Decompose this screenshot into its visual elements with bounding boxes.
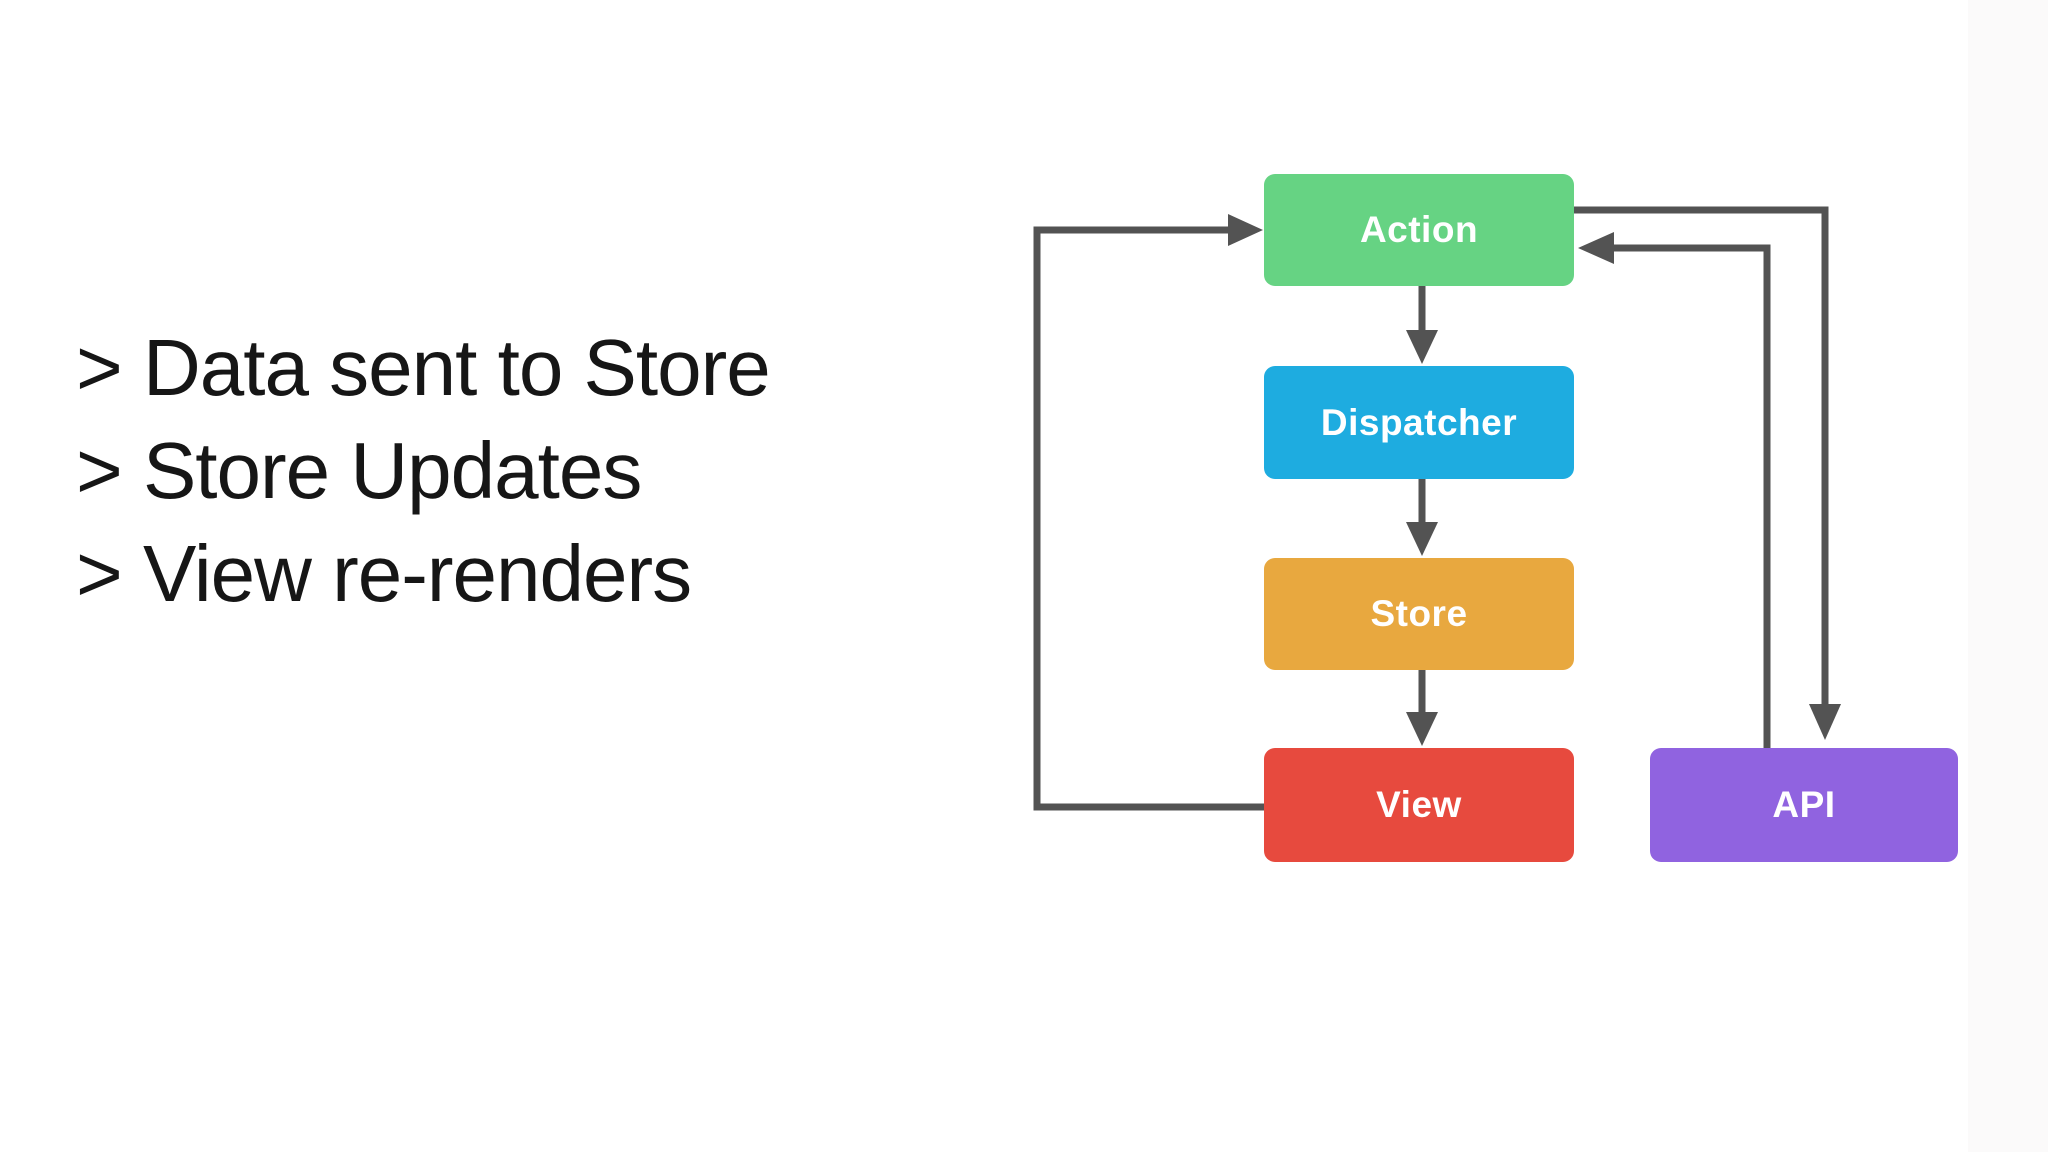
node-action-label: Action [1359,209,1479,250]
edge-api-to-action [1612,244,1771,748]
node-api-label: API [1772,784,1836,825]
arrowhead-action-to-dispatcher [1406,330,1438,364]
edge-view-to-action [1033,226,1267,811]
node-dispatcher-label: Dispatcher [1320,401,1518,443]
node-view-label: View [1376,784,1462,825]
node-store-label: Store [1370,593,1468,634]
node-action: Action [1264,174,1574,286]
arrowhead-dispatcher-to-store [1406,522,1438,556]
edge-action-to-api [1574,206,1829,706]
note-line-2: > Store Updates [76,426,642,515]
arrowhead-api-to-action [1578,232,1614,264]
arrowhead-store-to-view [1406,712,1438,746]
arrowhead-view-to-action [1228,214,1263,246]
node-view: View [1264,748,1574,862]
node-dispatcher: Dispatcher [1264,366,1574,479]
note-line-3: > View re-renders [76,529,692,618]
notes-list: > Data sent to Store > Store Updates > V… [76,316,771,625]
node-store: Store [1264,558,1574,670]
arrowhead-action-to-api [1809,704,1841,740]
node-api: API [1650,748,1958,862]
note-line-1: > Data sent to Store [76,323,771,412]
